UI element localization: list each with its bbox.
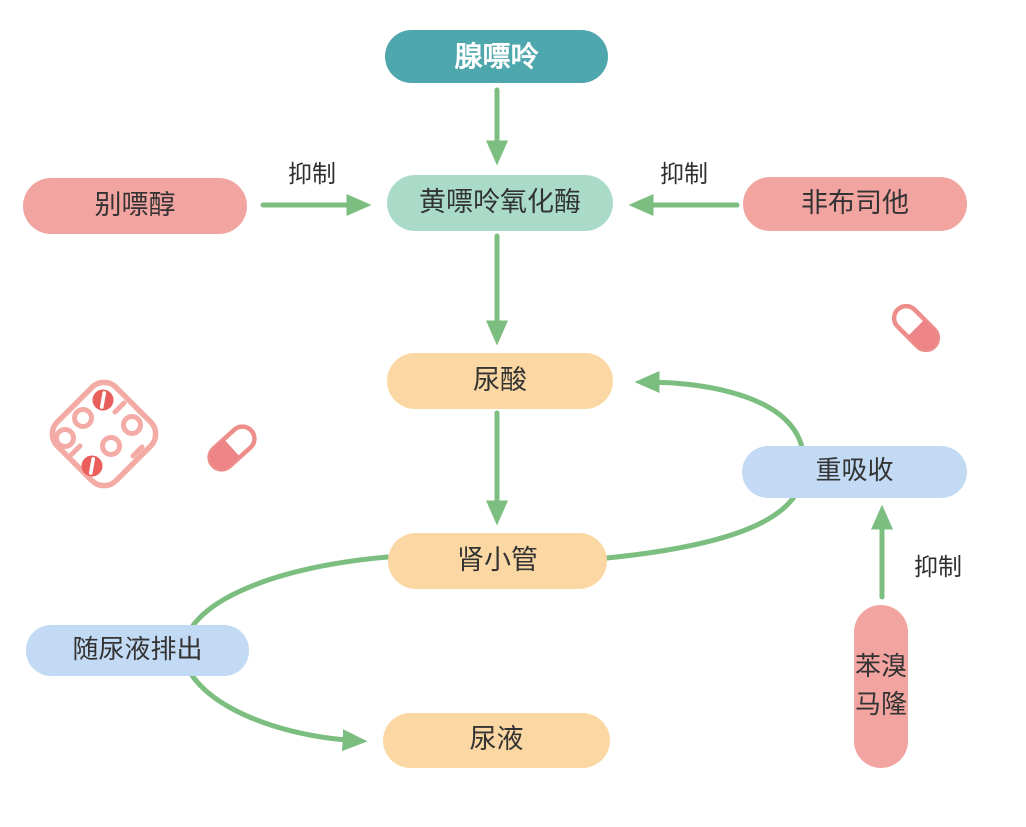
capsule-icon [891, 303, 941, 353]
node-urine: 尿液 [383, 713, 610, 768]
blister-pack-icon [49, 379, 159, 489]
tablet-icon [92, 389, 114, 411]
node-urine-excretion: 随尿液排出 [26, 625, 249, 676]
node-benzbromarone: 苯溴马隆 [854, 605, 908, 768]
node-uric-acid: 尿酸 [387, 353, 613, 409]
node-reabsorption: 重吸收 [742, 446, 967, 498]
node-adenine: 腺嘌呤 [385, 30, 608, 83]
node-allopurinol: 别嘌醇 [23, 178, 247, 234]
inhibit-label-febuxostat: 抑制 [660, 160, 708, 188]
capsule-icon [207, 424, 257, 472]
inhibit-label-allopurinol: 抑制 [288, 160, 336, 188]
node-xanthine-oxidase: 黄嘌呤氧化酶 [387, 175, 613, 231]
node-renal-tubule: 肾小管 [388, 533, 607, 589]
node-febuxostat: 非布司他 [743, 177, 967, 231]
inhibit-label-benzbromarone: 抑制 [914, 553, 962, 581]
tablet-icon [81, 455, 103, 477]
